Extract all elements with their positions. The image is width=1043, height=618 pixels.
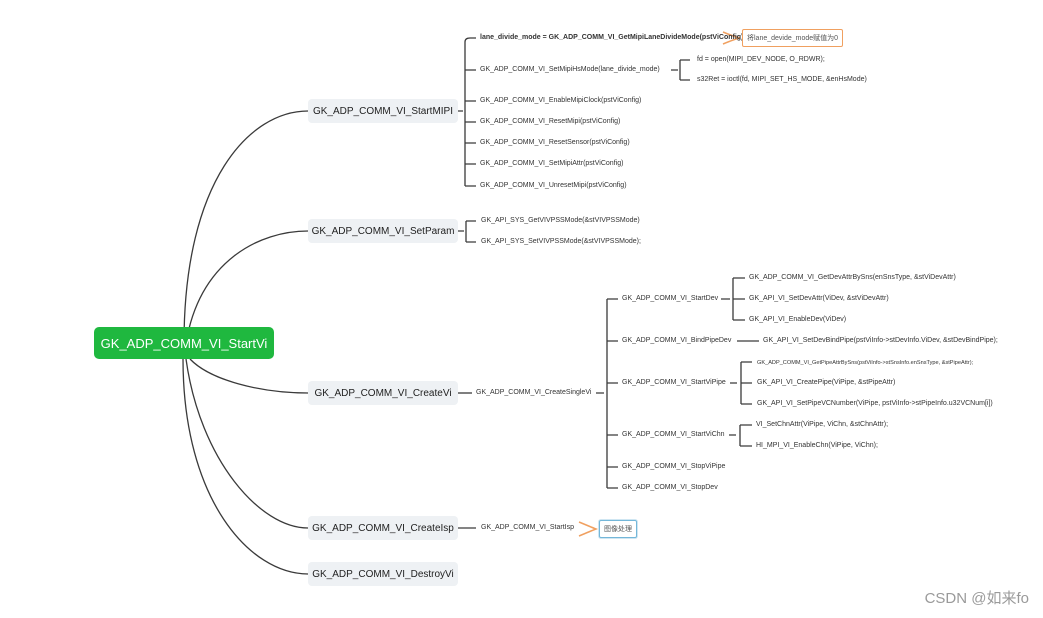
connector-setparam-bracket xyxy=(457,220,476,243)
connector-root-setparam xyxy=(185,230,309,344)
root-node[interactable]: GK_ADP_COMM_VI_StartVi xyxy=(94,327,274,359)
startdev-child-getdevattr[interactable]: GK_ADP_COMM_VI_GetDevAttrBySns(enSnsType… xyxy=(749,274,956,281)
note-arrow-lane xyxy=(722,31,741,45)
createvi-single[interactable]: GK_ADP_COMM_VI_CreateSingleVi xyxy=(476,389,592,396)
startdev-child-enabledev[interactable]: GK_API_VI_EnableDev(ViDev) xyxy=(749,316,847,323)
note-arrow-isp xyxy=(578,521,599,537)
startvipipe-child-setvcnumber[interactable]: GK_API_VI_SetPipeVCNumber(ViPipe, pstViI… xyxy=(757,400,993,407)
setparam-item-get[interactable]: GK_API_SYS_GetVIVPSSMode(&stVIVPSSMode) xyxy=(481,217,640,224)
startvipipe-child-createpipe[interactable]: GK_API_VI_CreatePipe(ViPipe, &stPipeAttr… xyxy=(757,379,896,386)
note-lane-divide[interactable]: 将lane_devide_mode赋值为0 xyxy=(742,29,844,47)
single-item-startvipipe[interactable]: GK_ADP_COMM_VI_StartViPipe xyxy=(622,379,726,386)
startvichn-child-enablechn[interactable]: HI_MPI_VI_EnableChn(ViPipe, ViChn); xyxy=(756,442,878,449)
node-destroyvi[interactable]: GK_ADP_COMM_VI_DestroyVi xyxy=(308,562,458,586)
connector-startvipipe-bracket xyxy=(730,361,752,405)
connector-startmipi-bracket xyxy=(457,37,476,187)
setparam-item-set[interactable]: GK_API_SYS_SetVIVPSSMode(&stVIVPSSMode); xyxy=(481,238,641,245)
connector-hsmode-bracket xyxy=(671,59,690,81)
single-item-bindpipedev[interactable]: GK_ADP_COMM_VI_BindPipeDev xyxy=(622,337,732,344)
startmipi-item-setmipiattr[interactable]: GK_ADP_COMM_VI_SetMipiAttr(pstViConfig) xyxy=(480,160,624,167)
startmipi-item-enableclock[interactable]: GK_ADP_COMM_VI_EnableMipiClock(pstViConf… xyxy=(480,97,642,104)
connector-root-createvi xyxy=(189,358,309,394)
single-item-stopdev[interactable]: GK_ADP_COMM_VI_StopDev xyxy=(622,484,718,491)
node-setparam[interactable]: GK_ADP_COMM_VI_SetParam xyxy=(308,219,458,243)
connector-root-startmipi xyxy=(183,110,309,344)
single-item-startdev[interactable]: GK_ADP_COMM_VI_StartDev xyxy=(622,295,719,302)
startmipi-item-lane-divide[interactable]: lane_divide_mode = GK_ADP_COMM_VI_GetMip… xyxy=(480,34,744,41)
node-createvi[interactable]: GK_ADP_COMM_VI_CreateVi xyxy=(308,381,458,405)
startvipipe-child-getpipeattr[interactable]: GK_ADP_COMM_VI_GetPipeAttrBySns(pstViInf… xyxy=(757,360,974,366)
hsmode-child-ioctl[interactable]: s32Ret = ioctl(fd, MIPI_SET_HS_MODE, &en… xyxy=(697,76,867,83)
startmipi-item-resetmipi[interactable]: GK_ADP_COMM_VI_ResetMipi(pstViConfig) xyxy=(480,118,621,125)
startdev-child-setdevattr[interactable]: GK_API_VI_SetDevAttr(ViDev, &stViDevAttr… xyxy=(749,295,889,302)
startmipi-item-resetsensor[interactable]: GK_ADP_COMM_VI_ResetSensor(pstViConfig) xyxy=(480,139,630,146)
createisp-child-startisp[interactable]: GK_ADP_COMM_VI_StartIsp xyxy=(481,524,574,531)
startmipi-item-sethsmode[interactable]: GK_ADP_COMM_VI_SetMipiHsMode(lane_divide… xyxy=(480,66,660,73)
connector-startdev-bracket xyxy=(721,277,745,321)
bindpipe-child[interactable]: GK_API_VI_SetDevBindPipe(pstViInfo->stDe… xyxy=(763,337,998,344)
single-item-stopvipipe[interactable]: GK_ADP_COMM_VI_StopViPipe xyxy=(622,463,726,470)
single-item-startvichn[interactable]: GK_ADP_COMM_VI_StartViChn xyxy=(622,431,725,438)
hsmode-child-open[interactable]: fd = open(MIPI_DEV_NODE, O_RDWR); xyxy=(697,56,825,63)
startvichn-child-setchnattr[interactable]: VI_SetChnAttr(ViPipe, ViChn, &stChnAttr)… xyxy=(756,421,889,428)
connector-root-createisp xyxy=(185,358,309,529)
node-startmipi[interactable]: GK_ADP_COMM_VI_StartMIPI xyxy=(308,99,458,123)
connector-startvichn-bracket xyxy=(729,424,752,447)
note-image-processing[interactable]: 图像处理 xyxy=(599,520,637,538)
startmipi-item-unresetmipi[interactable]: GK_ADP_COMM_VI_UnresetMipi(pstViConfig) xyxy=(480,182,627,189)
node-createisp[interactable]: GK_ADP_COMM_VI_CreateIsp xyxy=(308,516,458,540)
connector-single-bracket xyxy=(596,298,618,489)
connector-root-destroyvi xyxy=(182,358,309,575)
watermark: CSDN @如来fo xyxy=(924,590,1029,607)
